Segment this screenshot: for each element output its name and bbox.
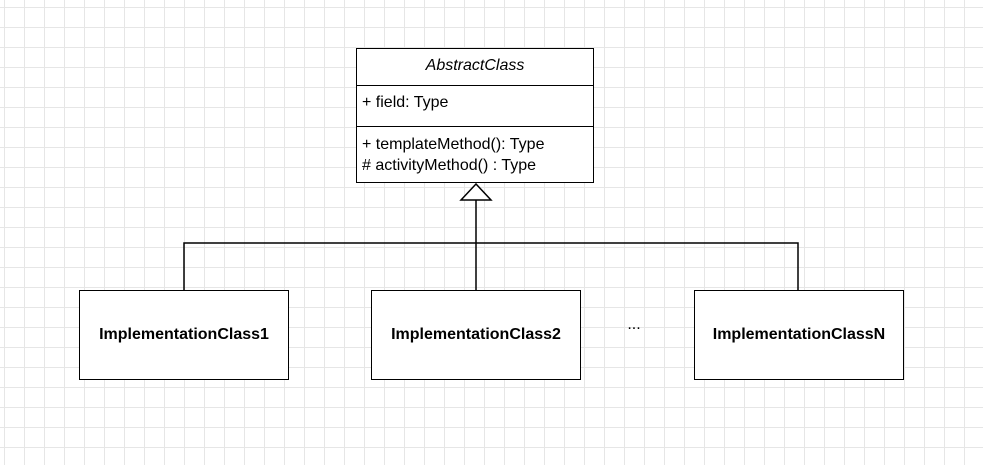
connector-class1 <box>183 242 476 290</box>
field-member: + field: Type <box>362 94 449 111</box>
connector-classN <box>476 242 799 290</box>
method-activity: # activityMethod() : Type <box>362 157 536 174</box>
implementation-class-2[interactable]: ImplementationClass2 <box>371 290 581 380</box>
method-template: + templateMethod(): Type <box>362 136 545 153</box>
generalization-arrowhead <box>459 182 493 201</box>
implementation-class-n[interactable]: ImplementationClassN <box>694 290 904 380</box>
abstract-class-methods: + templateMethod(): Type # activityMetho… <box>357 127 593 176</box>
ellipsis-more-classes: ... <box>627 316 641 333</box>
abstract-class-fields: + field: Type <box>357 86 593 127</box>
abstract-class-box[interactable]: AbstractClass + field: Type + templateMe… <box>356 48 594 183</box>
implementation-class-1[interactable]: ImplementationClass1 <box>79 290 289 380</box>
abstract-class-name: AbstractClass <box>357 49 593 86</box>
